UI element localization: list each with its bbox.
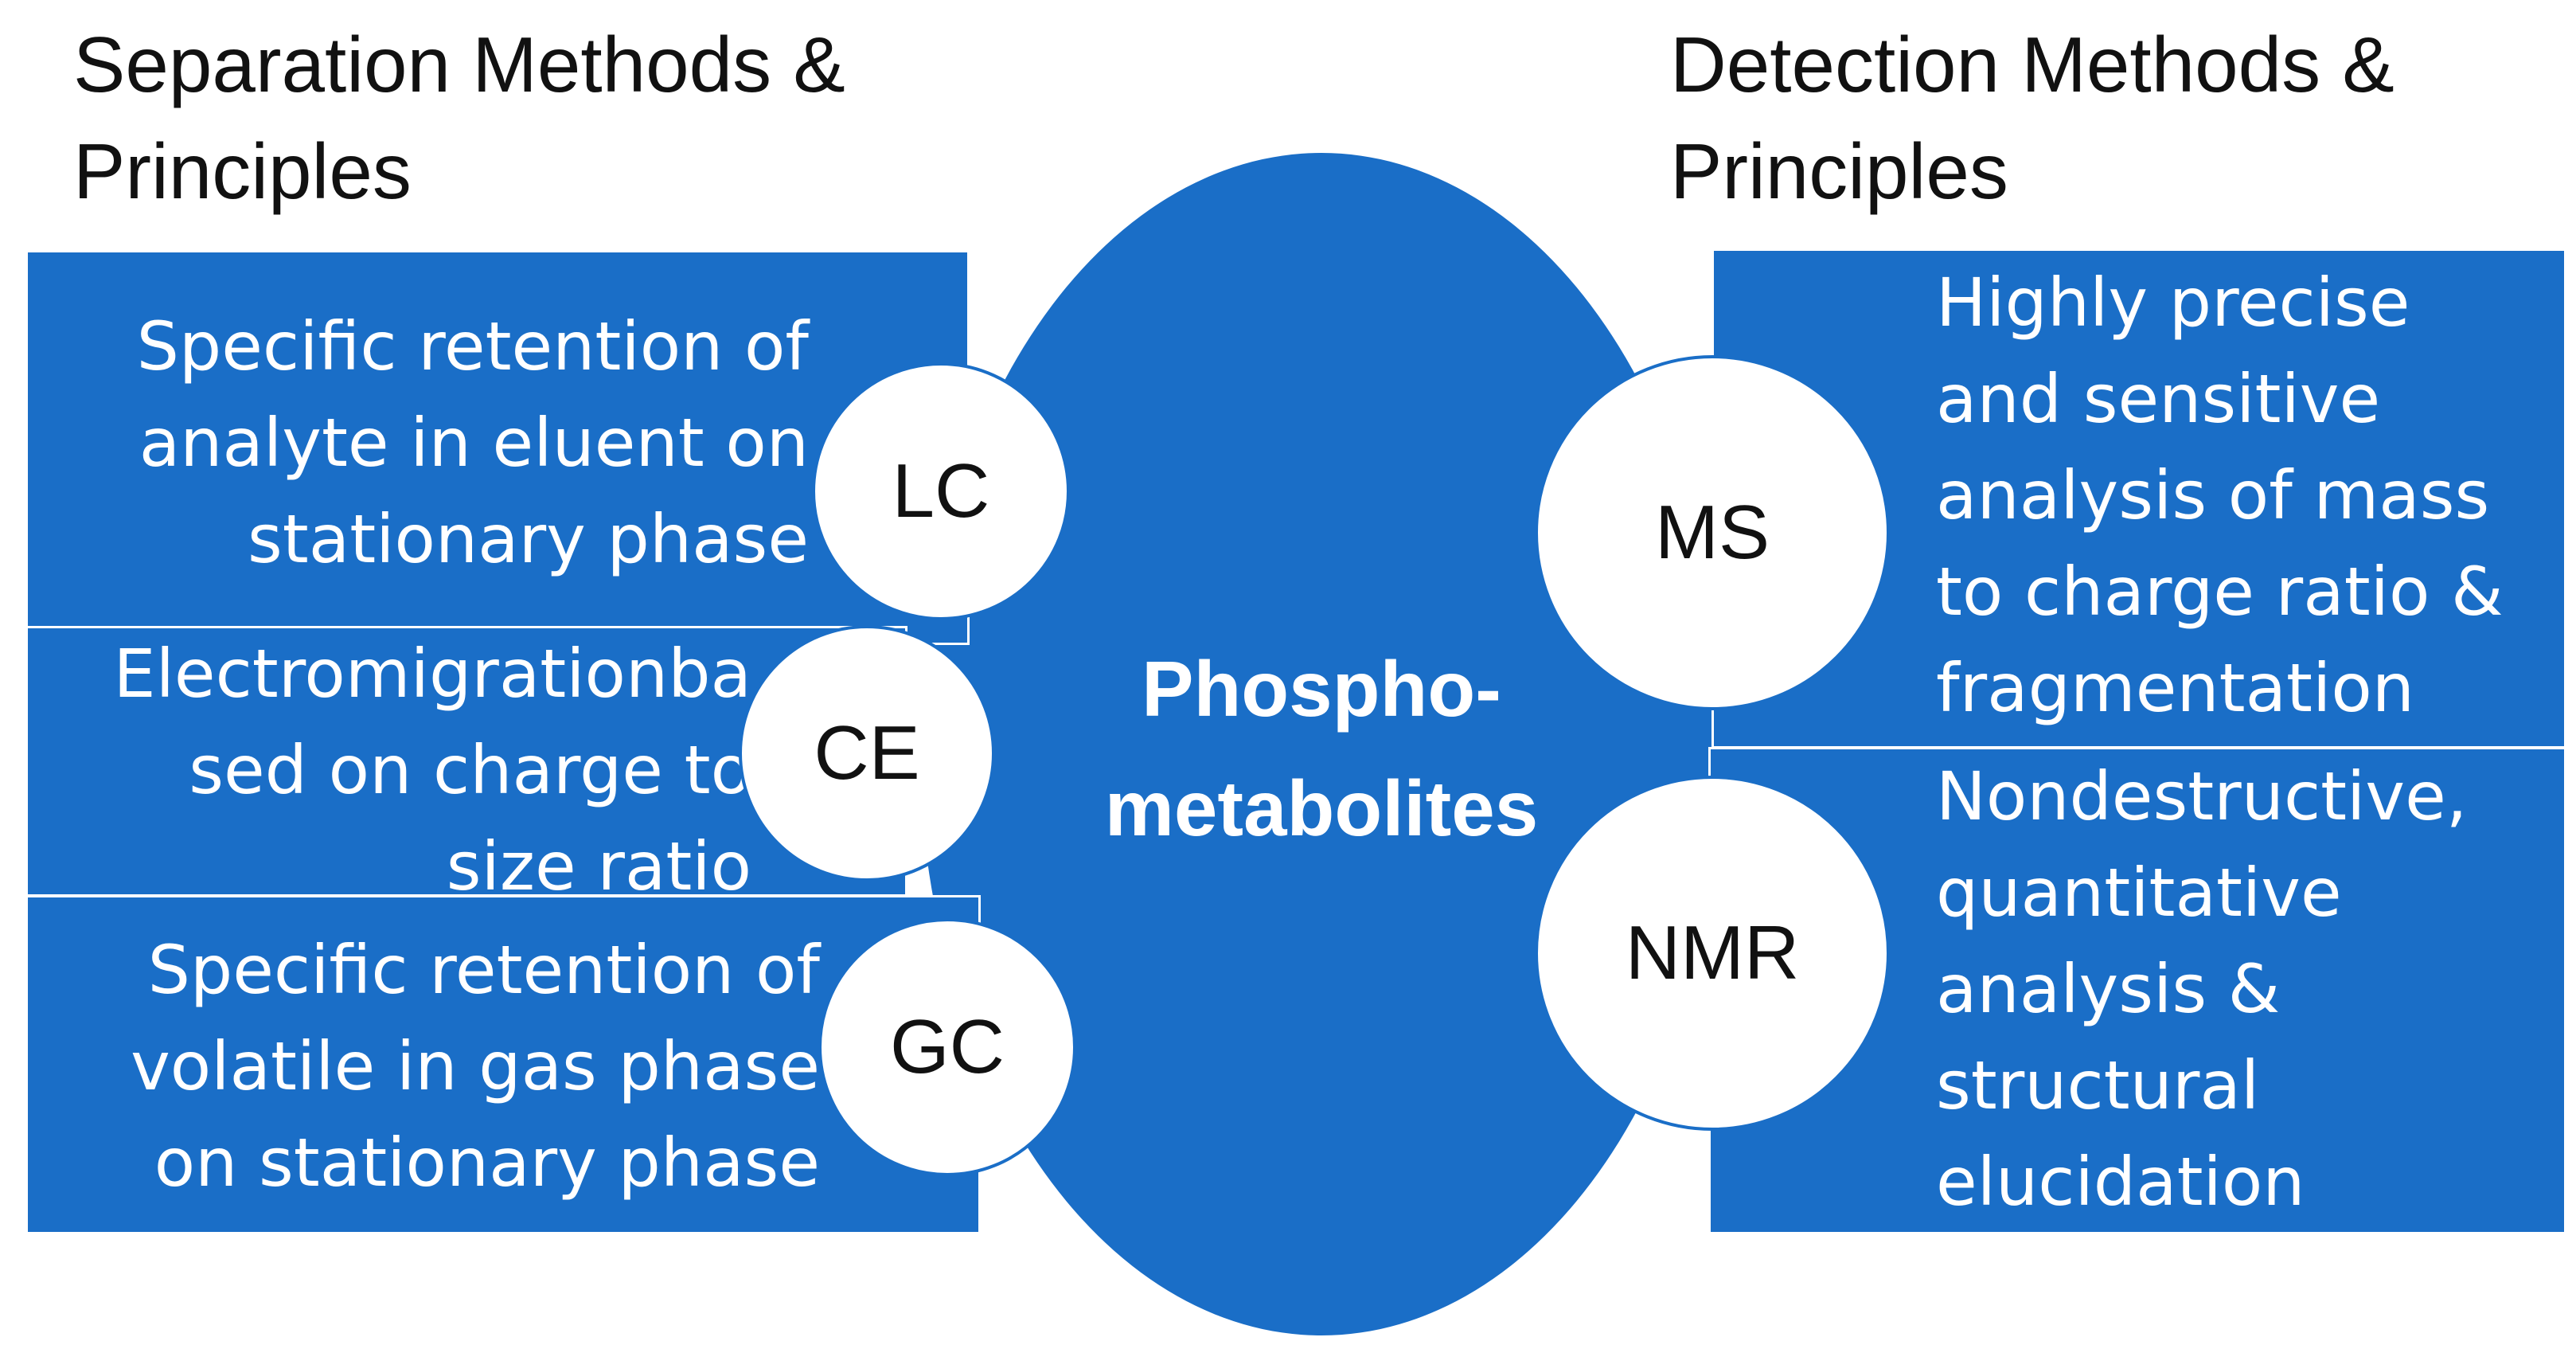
nmr-circle: NMR bbox=[1535, 776, 1890, 1131]
nmr-description: Nondestructive, quantitative analysis & … bbox=[1936, 749, 2468, 1230]
nmr-description-line: elucidation bbox=[1936, 1143, 2305, 1221]
ms-circle: MS bbox=[1535, 355, 1890, 710]
ms-description-line: to charge ratio & bbox=[1936, 553, 2504, 631]
ce-description: Electromigrationba sed on charge to size… bbox=[114, 626, 752, 915]
nmr-description-line: quantitative bbox=[1936, 854, 2342, 932]
nmr-description-line: structural bbox=[1936, 1046, 2260, 1124]
center-label: Phospho- metabolites bbox=[919, 629, 1723, 868]
ms-description-line: fragmentation bbox=[1936, 649, 2414, 727]
lc-label: LC bbox=[892, 448, 990, 534]
nmr-description-line: analysis & bbox=[1936, 950, 2281, 1028]
gc-description-line: Specific retention of bbox=[147, 931, 820, 1009]
ce-label: CE bbox=[814, 710, 920, 796]
nmr-label: NMR bbox=[1625, 910, 1800, 995]
gc-description-line: volatile in gas phase bbox=[131, 1027, 820, 1105]
lc-description-line: Specific retention of bbox=[136, 307, 809, 385]
detection-heading: Detection Methods & Principles bbox=[1670, 11, 2395, 225]
detection-heading-line-1: Detection Methods & bbox=[1670, 21, 2395, 108]
ce-circle: CE bbox=[739, 625, 995, 882]
lc-circle: LC bbox=[812, 362, 1070, 620]
ms-description-line: and sensitive bbox=[1936, 360, 2381, 438]
nmr-description-line: Nondestructive, bbox=[1936, 757, 2468, 835]
detection-heading-line-2: Principles bbox=[1670, 127, 2008, 215]
ms-description: Highly precise and sensitive analysis of… bbox=[1936, 255, 2504, 737]
separation-heading-line-1: Separation Methods & bbox=[73, 21, 845, 108]
separation-heading: Separation Methods & Principles bbox=[73, 11, 845, 225]
lc-description: Specific retention of analyte in eluent … bbox=[137, 299, 809, 588]
gc-description-line: on stationary phase bbox=[154, 1124, 820, 1202]
center-label-line-2: metabolites bbox=[1104, 764, 1539, 852]
gc-description: Specific retention of volatile in gas ph… bbox=[131, 922, 820, 1211]
lc-description-line: analyte in eluent on bbox=[139, 404, 809, 482]
center-ellipse bbox=[919, 153, 1723, 1335]
ms-description-line: analysis of mass bbox=[1936, 456, 2490, 534]
ce-description-line: size ratio bbox=[446, 827, 751, 905]
separation-heading-line-2: Principles bbox=[73, 127, 412, 215]
ms-label: MS bbox=[1655, 490, 1770, 575]
ce-description-line: Electromigrationba bbox=[113, 635, 752, 713]
gc-label: GC bbox=[890, 1004, 1005, 1089]
ms-description-line: Highly precise bbox=[1936, 264, 2410, 342]
lc-description-line: stationary phase bbox=[248, 500, 809, 578]
ce-description-line: sed on charge to bbox=[189, 731, 751, 809]
center-label-line-1: Phospho- bbox=[1142, 645, 1501, 733]
gc-circle: GC bbox=[818, 918, 1076, 1176]
